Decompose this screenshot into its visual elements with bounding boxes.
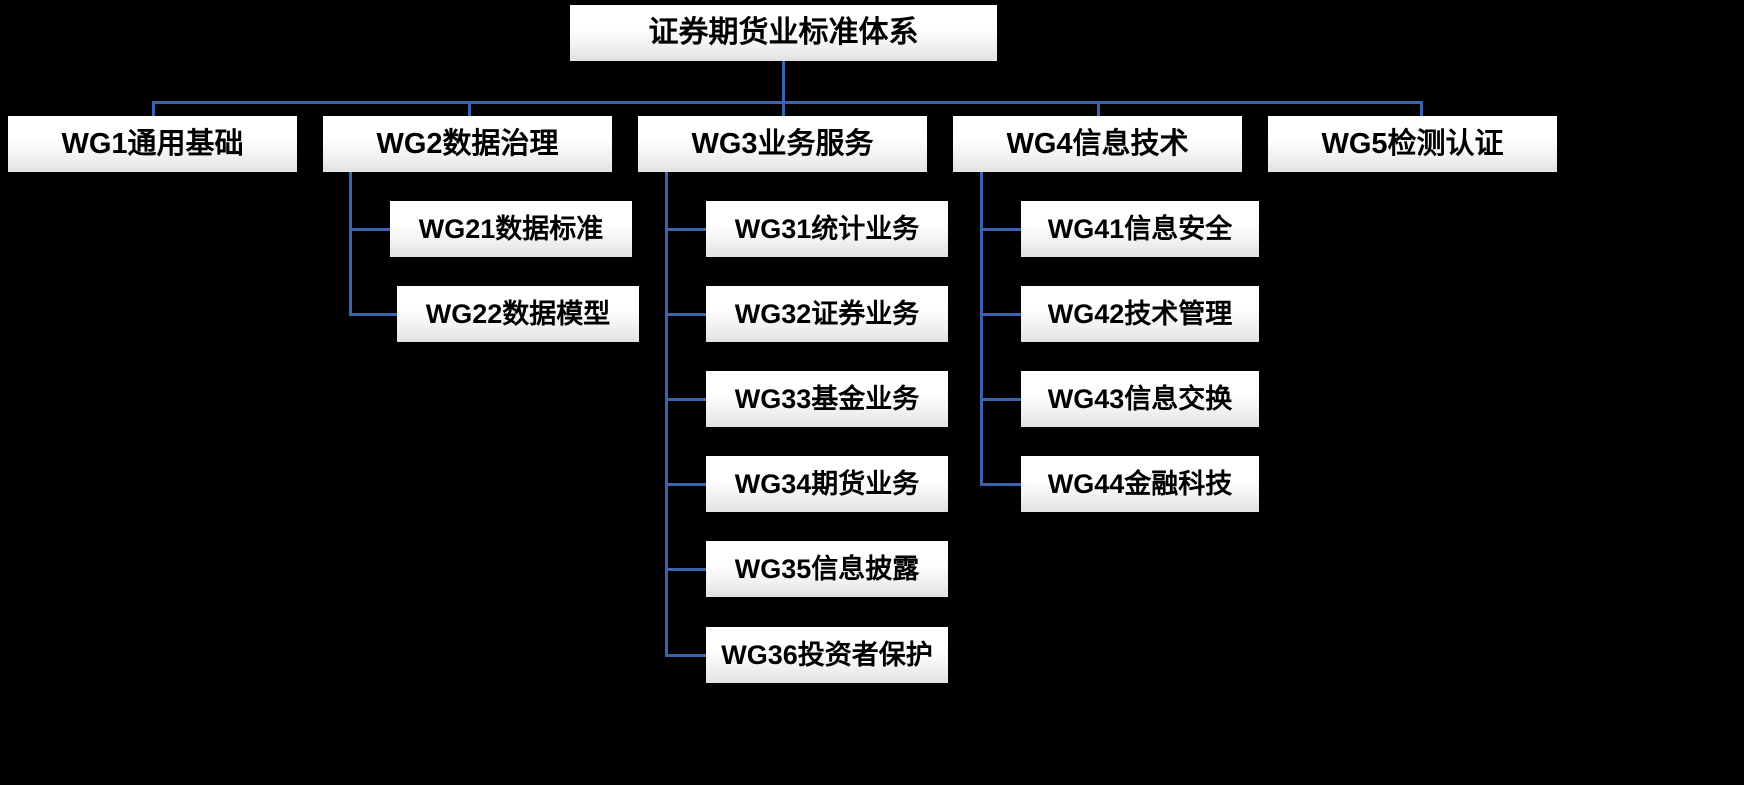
connector-wg2-to-wg22 [349,313,397,316]
connector-wg3-spine [665,172,668,656]
connector-wg3-to-wg31 [665,228,713,231]
connector-root-stem [782,61,785,101]
node-wg22[interactable]: WG22数据模型 [397,286,639,342]
node-wg44-label: WG44金融科技 [1047,468,1233,499]
node-wg2[interactable]: WG2数据治理 [323,116,612,172]
node-wg1-label: WG1通用基础 [61,127,244,160]
node-wg5-label: WG5检测认证 [1321,127,1504,160]
connector-wg4-spine [980,172,983,485]
node-wg33[interactable]: WG33基金业务 [706,371,948,427]
node-wg4-label: WG4信息技术 [1006,127,1189,160]
node-wg41-label: WG41信息安全 [1047,213,1233,244]
node-wg21[interactable]: WG21数据标准 [390,201,632,257]
node-wg3[interactable]: WG3业务服务 [638,116,927,172]
node-wg44[interactable]: WG44金融科技 [1021,456,1259,512]
connector-wg4-to-wg44 [980,483,1028,486]
node-wg32-label: WG32证券业务 [734,298,920,329]
connector-wg4-to-wg43 [980,398,1028,401]
node-wg42[interactable]: WG42技术管理 [1021,286,1259,342]
connector-wg3-to-wg33 [665,398,713,401]
node-wg34-label: WG34期货业务 [734,468,920,499]
node-wg5[interactable]: WG5检测认证 [1268,116,1557,172]
node-wg31[interactable]: WG31统计业务 [706,201,948,257]
connector-wg3-to-wg34 [665,483,713,486]
node-wg3-label: WG3业务服务 [691,127,874,160]
node-wg41[interactable]: WG41信息安全 [1021,201,1259,257]
node-wg42-label: WG42技术管理 [1047,298,1233,329]
node-wg2-label: WG2数据治理 [376,127,559,160]
connector-drop-wg1 [152,101,155,119]
node-wg35[interactable]: WG35信息披露 [706,541,948,597]
node-wg4[interactable]: WG4信息技术 [953,116,1242,172]
connector-drop-wg3 [782,101,785,119]
node-wg32[interactable]: WG32证券业务 [706,286,948,342]
connector-drop-wg2 [468,101,471,119]
connector-drop-wg5 [1420,101,1423,119]
connector-wg2-to-wg21 [349,228,397,231]
connector-wg2-spine [349,172,352,315]
connector-level2-bus [152,101,1422,104]
connector-wg3-to-wg35 [665,568,713,571]
connector-wg4-to-wg42 [980,313,1028,316]
node-wg36[interactable]: WG36投资者保护 [706,627,948,683]
node-wg31-label: WG31统计业务 [734,213,920,244]
node-wg36-label: WG36投资者保护 [721,639,933,670]
node-wg33-label: WG33基金业务 [734,383,920,414]
connector-wg3-to-wg36 [665,654,713,657]
node-wg21-label: WG21数据标准 [418,213,604,244]
node-wg43[interactable]: WG43信息交换 [1021,371,1259,427]
connector-wg3-to-wg32 [665,313,713,316]
node-wg43-label: WG43信息交换 [1047,383,1233,414]
connector-drop-wg4 [1097,101,1100,119]
node-wg34[interactable]: WG34期货业务 [706,456,948,512]
node-root-label: 证券期货业标准体系 [648,16,919,49]
node-wg22-label: WG22数据模型 [425,298,611,329]
connector-wg4-to-wg41 [980,228,1028,231]
node-wg35-label: WG35信息披露 [734,553,920,584]
node-wg1[interactable]: WG1通用基础 [8,116,297,172]
node-root[interactable]: 证券期货业标准体系 [570,5,997,61]
